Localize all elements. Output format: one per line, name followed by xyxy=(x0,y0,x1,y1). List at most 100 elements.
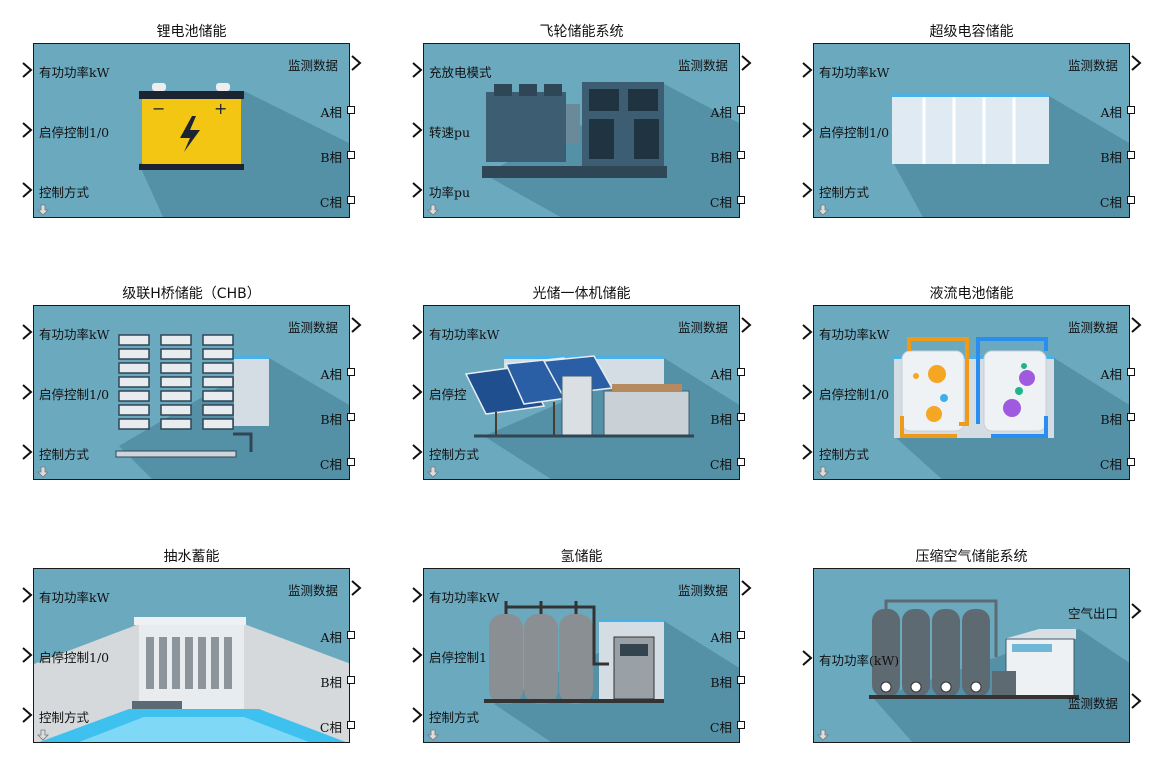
output-arrow-icon xyxy=(351,580,362,596)
block-body[interactable] xyxy=(423,305,740,480)
output-square-icon xyxy=(1127,106,1135,114)
output-label: C相 xyxy=(1099,195,1122,210)
output-square-icon xyxy=(1127,151,1135,159)
block-hydrogen[interactable]: 氢储能 有功功率kW 启停控制1 控制方式 监测数据 xyxy=(412,549,752,743)
output-label: A相 xyxy=(710,367,732,382)
block-body[interactable] xyxy=(33,305,350,480)
output-square-icon xyxy=(737,413,745,421)
input-arrow-icon xyxy=(22,182,33,198)
input-arrow-icon xyxy=(22,122,33,138)
input-arrow-icon xyxy=(802,444,813,460)
output-arrow-icon xyxy=(741,317,752,333)
output-label: B相 xyxy=(710,150,732,165)
input-arrow-icon xyxy=(412,324,423,340)
input-arrow-icon xyxy=(412,707,423,723)
block-lithium-battery[interactable]: 锂电池储能 − + 有功功率kW 启停控制1/0 控制方式 监测数据 A相 B相 xyxy=(22,24,362,218)
dam-icon xyxy=(34,617,349,742)
input-label: 充放电模式 xyxy=(429,65,492,80)
input-arrow-icon xyxy=(412,182,423,198)
output-label: B相 xyxy=(320,150,342,165)
output-label: B相 xyxy=(320,412,342,427)
down-arrow-icon[interactable] xyxy=(37,466,49,478)
output-label: B相 xyxy=(710,675,732,690)
output-label: C相 xyxy=(1099,457,1122,472)
output-label: 监测数据 xyxy=(677,58,728,73)
input-label: 有功功率kW xyxy=(819,327,890,342)
block-title: 光储一体机储能 xyxy=(532,286,631,302)
input-label: 有功功率kW xyxy=(39,65,110,80)
input-arrow-icon xyxy=(22,707,33,723)
block-supercapacitor[interactable]: 超级电容储能 有功功率kW 启停控制1/0 控制方式 监测数据 A相 B相 C相 xyxy=(802,24,1142,218)
h-bridge-modules-icon xyxy=(115,334,349,479)
down-arrow-icon[interactable] xyxy=(37,204,49,216)
down-arrow-icon[interactable] xyxy=(427,729,439,741)
input-label: 有功功率kW xyxy=(39,590,110,605)
block-title: 锂电池储能 xyxy=(156,24,227,40)
output-label: C相 xyxy=(709,195,732,210)
block-body[interactable]: − + xyxy=(33,43,350,218)
output-arrow-icon xyxy=(1131,55,1142,71)
block-pumped-hydro[interactable]: 抽水蓄能 有功功率kW 启停控制1/0 控制方式 监测数据 xyxy=(22,549,362,743)
input-label: 控制方式 xyxy=(39,447,90,462)
block-flywheel[interactable]: 飞轮储能系统 充放电模式 转速pu 功率pu 监测数据 A相 xyxy=(412,24,752,218)
output-square-icon xyxy=(1127,458,1135,466)
block-body[interactable] xyxy=(423,568,740,743)
output-arrow-icon xyxy=(1131,693,1142,709)
output-square-icon xyxy=(347,368,355,376)
block-body[interactable] xyxy=(813,305,1130,480)
input-arrow-icon xyxy=(802,650,813,666)
output-label: B相 xyxy=(1100,150,1122,165)
input-arrow-icon xyxy=(802,384,813,400)
compressed-air-plant-icon xyxy=(869,599,1129,742)
block-body[interactable] xyxy=(813,568,1130,743)
output-label: B相 xyxy=(710,412,732,427)
block-body[interactable] xyxy=(813,43,1130,218)
output-label: 监测数据 xyxy=(677,583,728,598)
input-arrow-icon xyxy=(412,384,423,400)
output-label: 监测数据 xyxy=(287,58,338,73)
svg-text:+: + xyxy=(214,99,227,118)
input-label: 控制方式 xyxy=(39,710,90,725)
output-label: 监测数据 xyxy=(1067,696,1118,711)
input-label: 启停控制1/0 xyxy=(39,650,110,665)
down-arrow-icon[interactable] xyxy=(817,729,829,741)
flywheel-machine-icon xyxy=(482,82,739,217)
input-arrow-icon xyxy=(22,647,33,663)
output-label: 空气出口 xyxy=(1067,606,1118,621)
block-title: 抽水蓄能 xyxy=(163,549,220,565)
input-label: 控制方式 xyxy=(39,185,90,200)
output-label: C相 xyxy=(319,720,342,735)
block-title: 飞轮储能系统 xyxy=(539,24,624,40)
output-arrow-icon xyxy=(741,580,752,596)
output-square-icon xyxy=(737,196,745,204)
block-chb[interactable]: 级联H桥储能（CHB） 有功功率kW 启停控制1/0 控制方 xyxy=(22,286,362,480)
output-label: C相 xyxy=(709,457,732,472)
block-title: 液流电池储能 xyxy=(929,286,1014,302)
down-arrow-icon[interactable] xyxy=(427,204,439,216)
output-square-icon xyxy=(737,151,745,159)
input-arrow-icon xyxy=(412,62,423,78)
input-label: 有功功率kW xyxy=(429,327,500,342)
input-label: 转速pu xyxy=(429,125,471,140)
block-solar-storage[interactable]: 光储一体机储能 有功功率kW 启停控 控制方式 监测数据 A相 xyxy=(412,286,752,480)
input-arrow-icon xyxy=(412,647,423,663)
block-body[interactable] xyxy=(33,568,350,743)
block-body[interactable] xyxy=(423,43,740,218)
down-arrow-icon[interactable] xyxy=(817,466,829,478)
output-label: 监测数据 xyxy=(287,320,338,335)
input-arrow-icon xyxy=(802,62,813,78)
block-title: 氢储能 xyxy=(560,549,603,565)
down-arrow-icon[interactable] xyxy=(427,466,439,478)
output-square-icon xyxy=(347,458,355,466)
input-label: 控制方式 xyxy=(819,185,870,200)
down-arrow-icon[interactable] xyxy=(37,729,49,741)
block-title: 级联H桥储能（CHB） xyxy=(122,286,261,302)
down-arrow-icon[interactable] xyxy=(817,204,829,216)
block-compressed-air[interactable]: 压缩空气储能系统 有功功率(kW) 空气出口 监测数据 xyxy=(802,549,1142,743)
input-label: 有功功率kW xyxy=(819,65,890,80)
hydrogen-tanks-icon xyxy=(484,601,739,742)
block-flow-battery[interactable]: 液流电池储能 有功功率kW 启停控制1/0 控 xyxy=(802,286,1142,480)
output-square-icon xyxy=(737,721,745,729)
input-label: 启停控 xyxy=(429,387,467,402)
input-label: 启停控制1/0 xyxy=(819,387,890,402)
